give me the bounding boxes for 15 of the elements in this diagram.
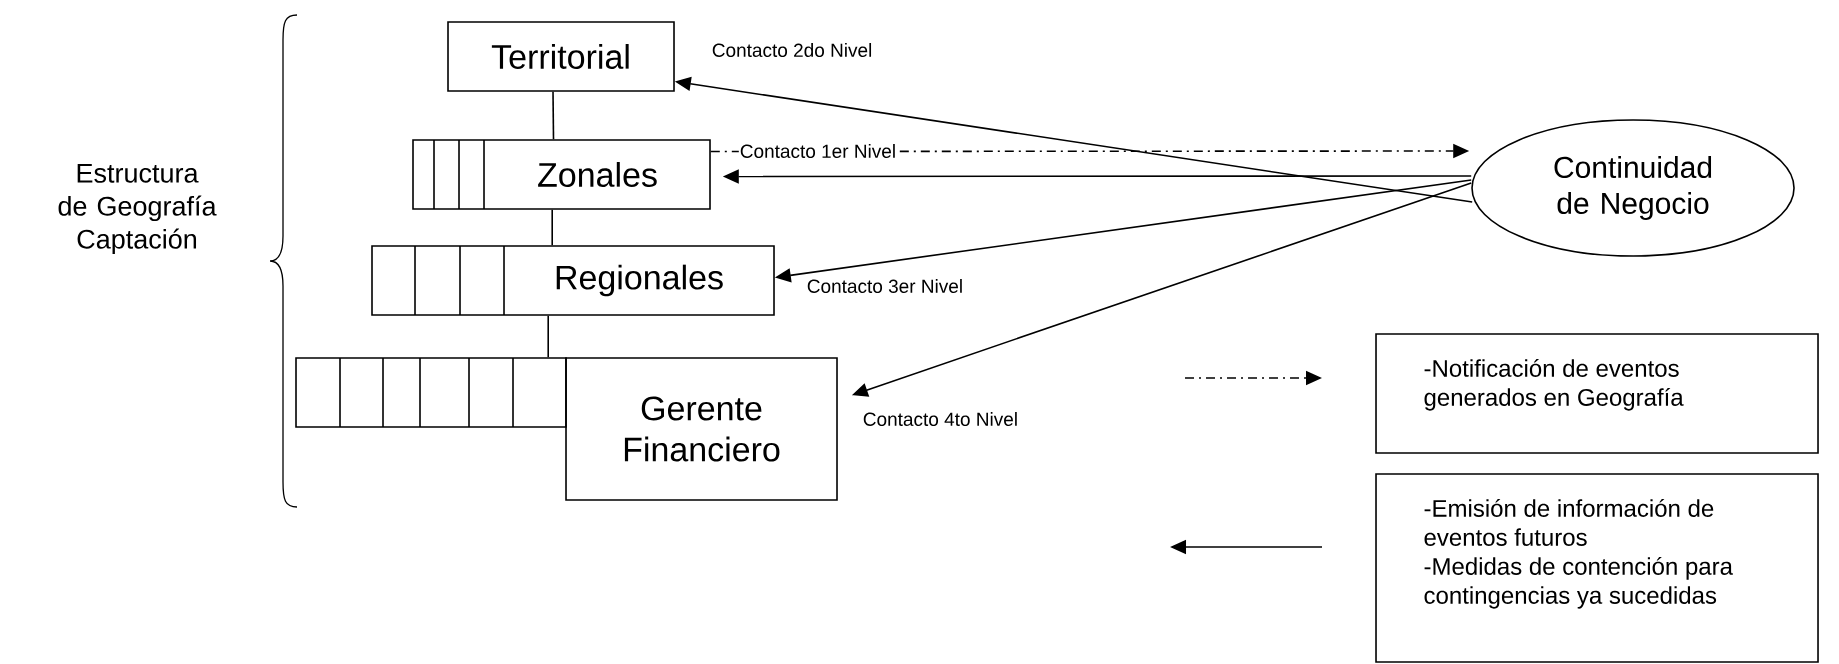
- connector-line: [547, 315, 549, 358]
- description-box: -Emisión de información de eventos futuros -Medidas de contención para contingencias ya sucedidas: [1375, 473, 1819, 663]
- process-box: Regionales: [371, 245, 775, 316]
- description-box: -Notificación de eventos generados en Geografía: [1375, 333, 1819, 454]
- edge-label: Contacto 1er Nivel: [738, 143, 898, 159]
- process-box: Zonales: [412, 139, 711, 210]
- edge-label: Contacto 3er Nivel: [805, 278, 965, 294]
- compartment-strip: [295, 357, 567, 428]
- process-box: Gerente Financiero: [565, 357, 838, 501]
- connector-line: [552, 91, 555, 140]
- edge-label: Contacto 4to Nivel: [861, 411, 1020, 427]
- process-box: Territorial: [447, 21, 675, 92]
- side-label: Estructura de Geografía Captación: [58, 163, 217, 255]
- edge-label: Contacto 2do Nivel: [710, 42, 874, 58]
- connector-line: [551, 209, 553, 246]
